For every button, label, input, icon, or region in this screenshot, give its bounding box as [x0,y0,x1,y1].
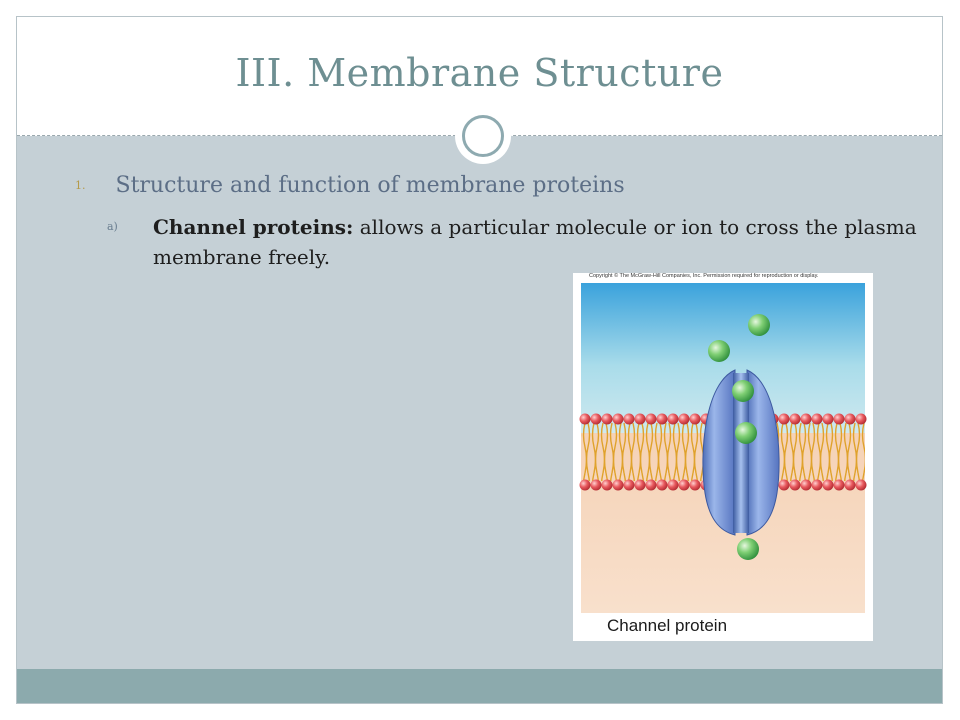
sublist-text: Channel proteins: allows a particular mo… [153,212,933,272]
channel-protein-figure: Copyright © The McGraw-Hill Companies, I… [573,273,873,641]
ring-inner [462,115,504,157]
molecules [708,314,770,560]
sublist-letter: a) [107,220,118,233]
phospholipid-heads-bottom [579,479,867,491]
list-item-text: Structure and function of membrane prote… [115,173,625,198]
channel-protein-shape [702,369,780,536]
ring-ornament-icon [455,108,511,164]
figure-caption: Channel protein [607,616,728,635]
channel-protein-diagram [579,283,867,613]
list-number: 1. [75,179,86,192]
slide-title: III. Membrane Structure [235,51,724,95]
slide: III. Membrane Structure 1. Structure and … [16,16,943,704]
figure-copyright: Copyright © The McGraw-Hill Companies, I… [589,273,819,279]
term: Channel proteins: [153,215,354,239]
bottom-band [17,669,942,703]
definition: allows a particular molecule or ion to c… [153,215,917,269]
list-item-1: 1. Structure and function of membrane pro… [75,173,625,198]
